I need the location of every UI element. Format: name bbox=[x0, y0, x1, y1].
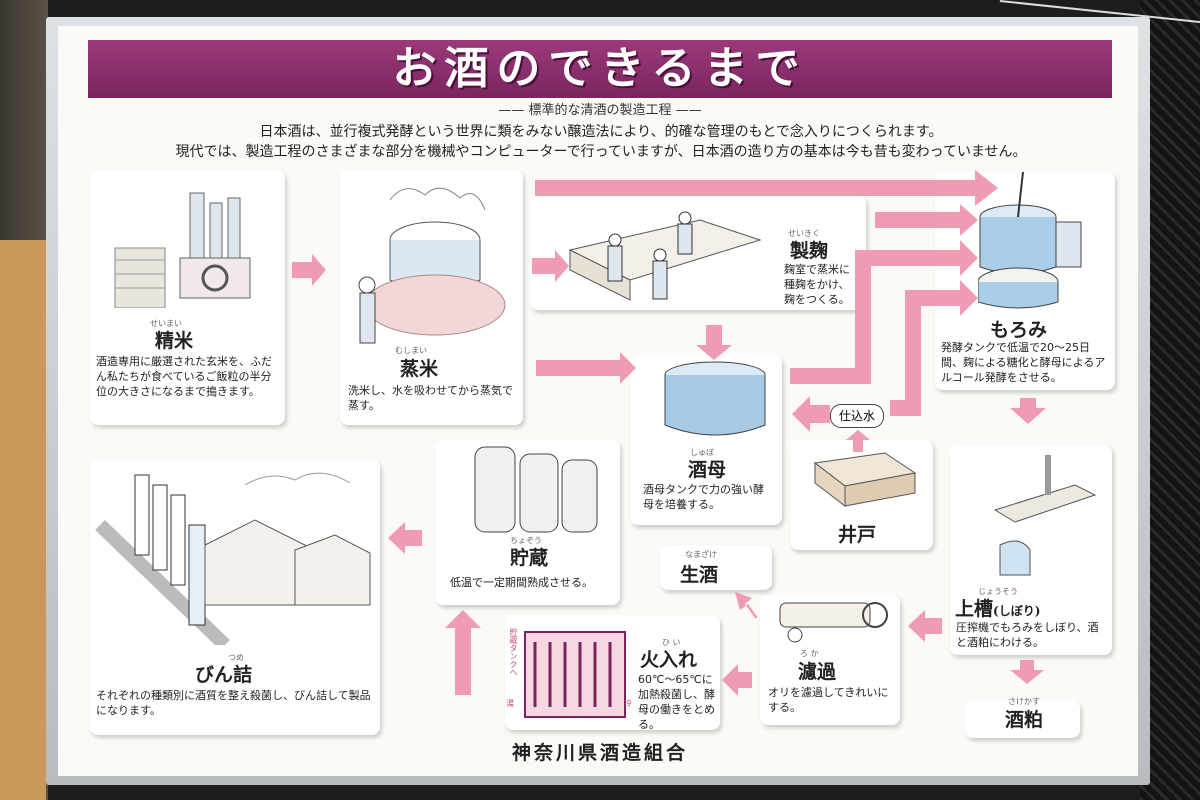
tank-label: 貯蔵タンクへ bbox=[509, 628, 518, 676]
bottling-illustration bbox=[95, 472, 371, 645]
ruby-chozo: ちょぞう bbox=[510, 536, 542, 545]
card-namazake bbox=[660, 545, 772, 590]
intro-line-2: 現代では、製造工程のさまざまな部分を機械やコンピューターで行っていますが、日本酒… bbox=[175, 144, 1027, 160]
intro-text: 日本酒は、並行複式発酵という世界に類をみない醸造法により、的確な管理のもとで念入… bbox=[96, 122, 1106, 162]
ruby-hiire: ひ い bbox=[662, 638, 681, 647]
step-desc-josou: 圧搾機でもろみをしぼり、酒と酒粕にわける。 bbox=[956, 621, 1099, 649]
arrow-mushimai-to-shubo bbox=[536, 352, 636, 384]
arrow-chozo-to-binzume bbox=[388, 522, 422, 554]
arrow-shubo-to-moromi bbox=[790, 240, 978, 384]
arrow-seikiku-to-moromi bbox=[875, 204, 978, 236]
step-desc-seimai: 酒造専用に厳選された玄米を、ふだん私たちが食べているご飯粒の半分位の大きさになる… bbox=[96, 355, 272, 398]
step-name-roka: 濾過 bbox=[798, 661, 837, 683]
josou-sub: (しぼり) bbox=[993, 604, 1041, 618]
step-desc-seikiku: 麹室で蒸米に種麹をかけ、麹をつくる。 bbox=[784, 263, 850, 306]
step-name-namazake: 生酒 bbox=[680, 564, 719, 586]
ruby-seimai: せいまい bbox=[150, 319, 182, 328]
yeast-tank-illustration bbox=[664, 361, 766, 436]
step-desc-chozo: 低温で一定期間熟成させる。 bbox=[450, 576, 593, 589]
arrow-seimai-to-mushimai bbox=[292, 254, 326, 286]
step-name-mushimai: 蒸米 bbox=[400, 358, 439, 380]
footer-organization: 神奈川県酒造組合 bbox=[511, 742, 688, 764]
steamer-illustration bbox=[358, 187, 506, 344]
arrow-water-to-shubo bbox=[792, 396, 830, 432]
well-illustration bbox=[813, 452, 917, 508]
ruby-namazake: なまざけ bbox=[685, 550, 717, 559]
ruby-seikiku: せいきく bbox=[788, 229, 820, 238]
arrow-josou-to-roka bbox=[908, 610, 942, 642]
step-desc-hiire: 60℃〜65℃に加熱殺菌し、酵母の働きをとめる。 bbox=[638, 673, 715, 731]
step-name-seikiku: 製麹 bbox=[790, 240, 829, 262]
step-desc-shubo: 酒母タンクで力の強い酵母を培養する。 bbox=[643, 483, 764, 511]
ruby-roka: ろ か bbox=[800, 649, 819, 658]
ruby-josou: じょうそう bbox=[978, 587, 1018, 596]
arrow-moromi-to-josou bbox=[1010, 398, 1046, 424]
poster-subtitle: —— 標準的な清酒の製造工程 —— bbox=[498, 103, 702, 118]
arrow-water-to-moromi bbox=[890, 280, 978, 416]
card-josou bbox=[950, 445, 1112, 655]
step-name-sakekasu: 酒粕 bbox=[1005, 709, 1044, 731]
storage-tanks-illustration bbox=[474, 446, 598, 533]
arrow-ido-up bbox=[846, 430, 870, 452]
fermentation-tank-illustration bbox=[978, 172, 1082, 309]
arrow-mushimai-to-moromi bbox=[535, 170, 998, 206]
arrow-roka-to-hiire bbox=[722, 664, 752, 696]
filter-machine-illustration bbox=[779, 602, 888, 643]
step-name-ido: 井戸 bbox=[838, 524, 877, 546]
corkboard bbox=[0, 240, 46, 800]
arrow-hiire-to-chozo bbox=[445, 610, 481, 695]
step-name-chozo: 貯蔵 bbox=[510, 547, 549, 569]
step-name-moromi: もろみ bbox=[990, 319, 1048, 341]
ruby-shubo: しゅぼ bbox=[690, 448, 714, 457]
step-desc-moromi: 発酵タンクで低温で20〜25日間、麹による糖化と酵母によるアルコール発酵をさせる… bbox=[941, 341, 1106, 384]
josou-name: 上槽 bbox=[955, 598, 994, 620]
hot-label: 湯 bbox=[506, 699, 514, 708]
step-desc-binzume: それぞれの種類別に酒質を整え殺菌し、びん詰して製品になります。 bbox=[96, 689, 371, 717]
koji-room-illustration bbox=[568, 211, 762, 301]
press-illustration bbox=[993, 455, 1097, 576]
step-name-shubo: 酒母 bbox=[688, 459, 727, 481]
ruby-binzume: つめ bbox=[228, 653, 244, 662]
arrow-roka-to-namazake bbox=[735, 592, 758, 618]
card-sakekasu bbox=[965, 700, 1080, 738]
ruby-mushimai: むしまい bbox=[395, 346, 427, 355]
step-name-hiire: 火入れ bbox=[640, 649, 698, 671]
title-banner bbox=[88, 40, 1112, 98]
arrow-seikiku-to-shubo bbox=[696, 325, 732, 360]
step-desc-mushimai: 洗米し、水を吸わせてから蒸気で蒸す。 bbox=[348, 384, 513, 412]
poster-title: お酒のできるまで bbox=[392, 43, 808, 94]
arrow-mushimai-to-seikiku bbox=[532, 250, 569, 282]
arrow-josou-to-sakekasu bbox=[1010, 660, 1044, 684]
rice-mill-illustration bbox=[114, 192, 251, 308]
step-desc-roka: オリを濾過してきれいにする。 bbox=[768, 686, 889, 714]
water-tag: 仕込水 bbox=[830, 404, 884, 428]
step-name-josou: 上槽(しぼり) bbox=[955, 594, 1040, 621]
pasteurizer-illustration bbox=[524, 631, 626, 718]
step-name-binzume: びん詰 bbox=[195, 664, 253, 686]
wire-mesh bbox=[1140, 0, 1200, 800]
intro-line-1: 日本酒は、並行複式発酵という世界に類をみない醸造法により、的確な管理のもとで念入… bbox=[259, 124, 943, 140]
cold-label: 冷 bbox=[624, 699, 632, 708]
step-name-seimai: 精米 bbox=[155, 330, 194, 352]
ruby-sakekasu: さけかす bbox=[1008, 697, 1040, 706]
